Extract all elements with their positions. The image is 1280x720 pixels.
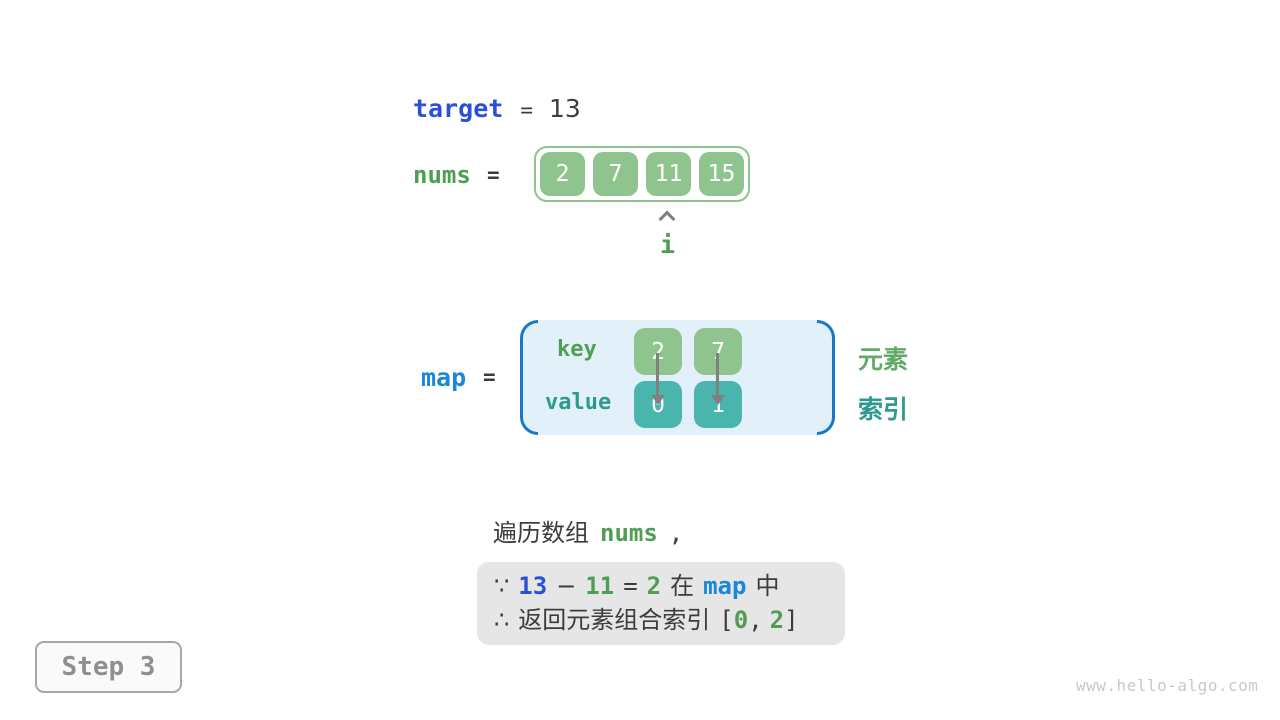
key-to-value-arrow-icon bbox=[716, 353, 719, 399]
caption-text: 遍历数组 bbox=[493, 519, 589, 547]
target-value: 13 bbox=[548, 94, 581, 123]
pointer-label-i: i bbox=[660, 230, 676, 259]
target-variable-label: target bbox=[413, 94, 504, 123]
step-badge: Step 3 bbox=[35, 641, 182, 693]
reason-line-1: ∵ 13 − 11 = 2 在 map 中 bbox=[494, 569, 845, 603]
because-symbol: ∵ bbox=[494, 572, 510, 600]
key-row-annotation: 元素 bbox=[858, 345, 909, 374]
map-container: key value 2 7 0 1 bbox=[520, 320, 835, 435]
result-index-1: 2 bbox=[769, 606, 785, 634]
watermark-text: www.hello-algo.com bbox=[1076, 676, 1259, 695]
map-left-bracket bbox=[520, 320, 538, 435]
map-variable-label: map bbox=[421, 363, 467, 392]
reason-equals-sign: = bbox=[623, 572, 638, 600]
reason-map-reference: map bbox=[703, 572, 747, 600]
minus-sign: − bbox=[556, 572, 577, 600]
result-index-0: 0 bbox=[733, 606, 749, 634]
map-equals-sign: = bbox=[483, 365, 496, 389]
key-to-value-arrowhead-icon bbox=[711, 395, 725, 405]
step-badge-label: Step 3 bbox=[61, 652, 156, 682]
caption-comma: , bbox=[668, 519, 684, 547]
result-index-pair: [ 0 , 2 ] bbox=[719, 603, 798, 637]
nums-cell-2-value: 11 bbox=[654, 161, 683, 187]
nums-cell-3-value: 15 bbox=[707, 161, 736, 187]
reason-current-value: 11 bbox=[585, 572, 615, 600]
map-value-row-label: value bbox=[545, 390, 612, 415]
pointer-caret-icon bbox=[658, 210, 676, 228]
result-comma: , bbox=[748, 606, 763, 634]
reason-box: ∵ 13 − 11 = 2 在 map 中 ∴ 返回元素组合索引 [ 0 , 2… bbox=[477, 562, 845, 645]
value-row-annotation: 索引 bbox=[858, 395, 909, 424]
caption-nums-code: nums bbox=[600, 519, 658, 547]
map-key-cell-0-value: 2 bbox=[651, 338, 665, 365]
reason-complement-value: 2 bbox=[646, 572, 662, 600]
therefore-symbol: ∴ bbox=[494, 606, 510, 634]
open-bracket: [ bbox=[719, 606, 734, 634]
reason-line-2: ∴ 返回元素组合索引 [ 0 , 2 ] bbox=[494, 603, 845, 637]
nums-variable-label: nums bbox=[413, 161, 471, 189]
map-key-cell-1-value: 7 bbox=[711, 338, 725, 365]
map-key-row-label: key bbox=[557, 337, 597, 362]
nums-cell-2: 11 bbox=[646, 152, 691, 196]
reason-in-word: 在 bbox=[670, 572, 695, 600]
nums-cell-0: 2 bbox=[540, 152, 585, 196]
nums-cell-1-value: 7 bbox=[608, 161, 623, 187]
reason-suffix-word: 中 bbox=[755, 572, 780, 600]
map-right-bracket bbox=[817, 320, 835, 435]
close-bracket: ] bbox=[784, 606, 799, 634]
key-to-value-arrowhead-icon bbox=[651, 395, 665, 405]
nums-cell-1: 7 bbox=[593, 152, 638, 196]
reason-target-value: 13 bbox=[518, 572, 548, 600]
nums-cell-0-value: 2 bbox=[555, 161, 570, 187]
nums-array-container: 2 7 11 15 bbox=[534, 146, 750, 202]
nums-equals-sign: = bbox=[487, 163, 500, 187]
key-to-value-arrow-icon bbox=[656, 353, 659, 399]
reason-conclusion-text: 返回元素组合索引 bbox=[518, 606, 711, 634]
target-equals-sign: = bbox=[520, 98, 533, 122]
nums-cell-3: 15 bbox=[699, 152, 744, 196]
caption-line: 遍历数组 nums , bbox=[493, 513, 683, 548]
target-row: target = 13 bbox=[413, 94, 581, 123]
